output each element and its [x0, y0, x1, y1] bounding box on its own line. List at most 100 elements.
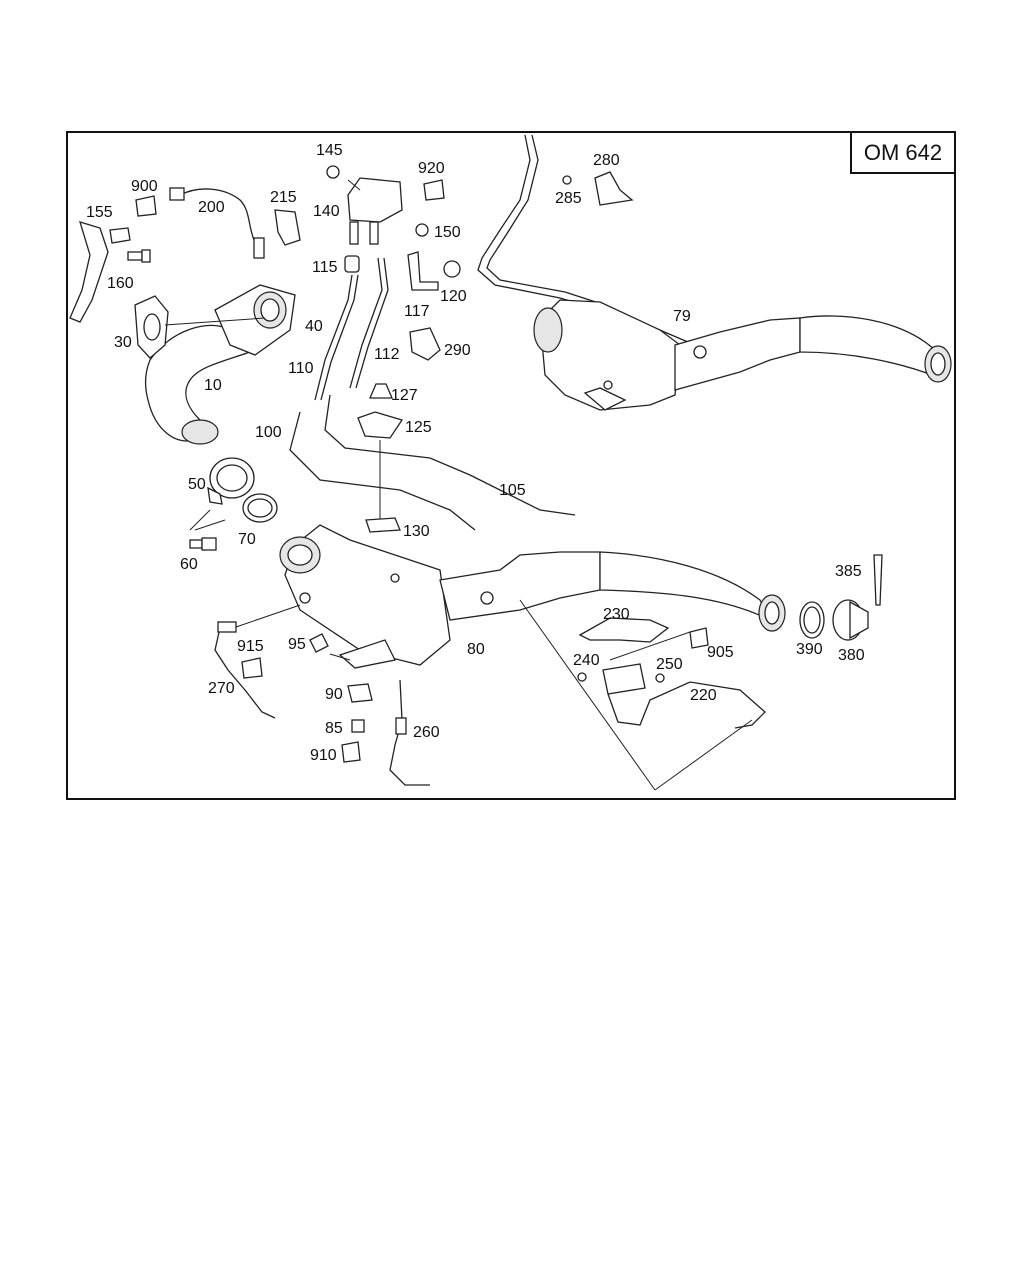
label-85: 85: [325, 720, 343, 737]
label-127: 127: [391, 387, 418, 404]
part-130-bracket: [365, 517, 401, 533]
label-130: 130: [403, 523, 430, 540]
label-915: 915: [237, 638, 264, 655]
label-260: 260: [413, 724, 440, 741]
part-70-gasket: [242, 493, 278, 523]
part-90-mount: [347, 683, 373, 703]
label-80: 80: [467, 641, 485, 658]
part-95-nut: [309, 633, 329, 653]
label-100: 100: [255, 424, 282, 441]
part-915-tag: [241, 657, 263, 679]
label-215: 215: [270, 189, 297, 206]
part-117-clip: [407, 251, 439, 291]
label-150: 150: [434, 224, 461, 241]
label-112: 112: [374, 346, 400, 363]
part-260-sensor: [389, 679, 430, 786]
label-90: 90: [325, 686, 343, 703]
part-900-tag: [135, 195, 157, 217]
label-900: 900: [131, 178, 158, 195]
label-380: 380: [838, 647, 865, 664]
label-160: 160: [107, 275, 134, 292]
label-117: 117: [404, 303, 430, 320]
part-285-bolt: [562, 175, 572, 185]
label-390: 390: [796, 641, 823, 658]
part-115-sleeve: [344, 255, 360, 273]
part-270-sensor-tip: [217, 621, 237, 633]
part-112-hose-edge: [355, 257, 389, 389]
part-60-bolt: [189, 537, 217, 551]
label-110: 110: [288, 360, 314, 377]
part-79-assembly: [477, 134, 952, 411]
part-155-bracket: [69, 221, 131, 323]
part-100-line: [289, 411, 476, 531]
part-10-downpipe: [144, 284, 296, 445]
label-105: 105: [499, 482, 526, 499]
label-155: 155: [86, 204, 113, 221]
part-215-clip: [274, 209, 301, 246]
part-220-wire: [607, 681, 766, 729]
part-127-grommet: [369, 383, 393, 399]
part-125-holder: [357, 411, 404, 439]
label-40: 40: [305, 318, 323, 335]
part-270-sensor: [214, 627, 276, 719]
label-30: 30: [114, 334, 132, 351]
part-290-sensor: [409, 327, 441, 361]
label-70: 70: [238, 531, 256, 548]
label-140: 140: [313, 203, 340, 220]
part-85-nut: [351, 719, 365, 733]
label-385: 385: [835, 563, 862, 580]
part-920-tag: [423, 179, 445, 201]
part-110-hose-edge: [320, 274, 359, 401]
label-280: 280: [593, 152, 620, 169]
label-910: 910: [310, 747, 337, 764]
label-920: 920: [418, 160, 445, 177]
part-112-hose: [349, 257, 383, 389]
part-150-nut: [415, 223, 429, 237]
part-280-bracket: [594, 171, 634, 206]
label-145: 145: [316, 142, 343, 159]
label-50: 50: [188, 476, 206, 493]
label-79: 79: [673, 308, 691, 325]
diagram-frame: [66, 131, 956, 800]
part-110-hose: [314, 274, 353, 401]
label-250: 250: [656, 656, 683, 673]
part-385-bolt: [873, 554, 883, 606]
label-200: 200: [198, 199, 225, 216]
part-200-sensor: [169, 187, 265, 259]
part-220-control-unit: [602, 663, 646, 695]
part-120-cap: [443, 260, 461, 278]
label-10: 10: [204, 377, 222, 394]
leader-lines: [164, 179, 753, 791]
label-905: 905: [707, 644, 734, 661]
label-290: 290: [444, 342, 471, 359]
label-285: 285: [555, 190, 582, 207]
part-160-bolt: [127, 249, 151, 263]
part-390-ring: [799, 601, 825, 639]
label-270: 270: [208, 680, 235, 697]
part-910-tag: [341, 741, 361, 763]
part-380-clamp: [832, 599, 869, 641]
label-95: 95: [288, 636, 306, 653]
label-60: 60: [180, 556, 198, 573]
part-230-bracket: [578, 617, 670, 643]
model-code: OM 642: [863, 139, 943, 165]
part-905-tag: [689, 627, 709, 649]
part-105-line: [324, 394, 576, 516]
label-220: 220: [690, 687, 717, 704]
part-30-gasket: [134, 295, 169, 359]
part-number-labels: 10 30 40 50 60 70 79 80 85 90 95 100 105…: [86, 142, 865, 764]
label-125: 125: [405, 419, 432, 436]
part-50-clamp: [207, 457, 255, 505]
part-80-particulate-filter: [279, 524, 786, 669]
label-240: 240: [573, 652, 600, 669]
model-code-box: OM 642: [850, 131, 956, 174]
part-250-screw: [655, 673, 665, 683]
label-120: 120: [440, 288, 467, 305]
label-230: 230: [603, 606, 630, 623]
part-240-screw: [577, 672, 587, 682]
label-115: 115: [312, 259, 338, 276]
part-145-screw: [326, 165, 340, 179]
part-260-sensor-tip: [395, 717, 407, 735]
part-140-pressure-sensor: [347, 177, 403, 245]
